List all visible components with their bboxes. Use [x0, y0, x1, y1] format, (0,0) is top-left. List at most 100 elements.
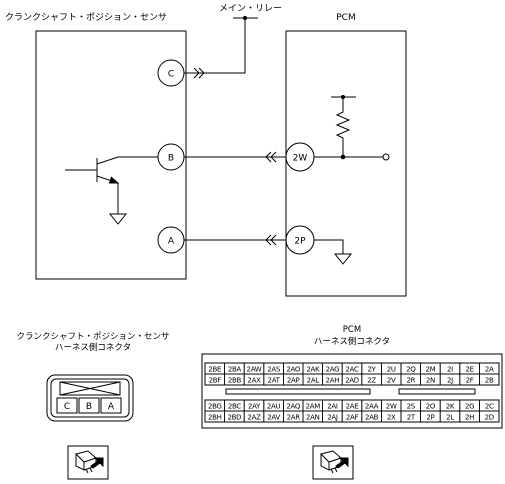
pcm-pin-label: 2Y: [368, 365, 377, 373]
pcm-pin-label: 2U: [387, 365, 396, 373]
pcm-pin-label: 2AF: [346, 413, 359, 421]
pcm-pin-label: 2BB: [228, 376, 242, 384]
pcm-pin-label: 2AB: [365, 413, 379, 421]
schematic: [35, 15, 407, 297]
pcm-pin-label: 2AL: [307, 376, 320, 384]
pcm-pin-label: 2L: [446, 413, 454, 421]
pcm-pin-label: 2AN: [306, 413, 320, 421]
pcm-pin-label: 2AT: [268, 376, 281, 384]
main-relay-label: メイン・リレー: [219, 4, 282, 14]
pcm-pin-label: 2H: [465, 413, 474, 421]
pcm-pin-label: 2P: [426, 413, 434, 421]
pcm-pin-label: 2AM: [306, 402, 321, 410]
pcm-pin-label: 2BD: [228, 413, 242, 421]
sensor-pin-b: B: [168, 154, 174, 164]
pcm-pin-label: 2B: [485, 376, 494, 384]
pcm-pin-label: 2W: [386, 402, 397, 410]
pcm-pin-label: 2F: [466, 376, 474, 384]
pcm-key-left: [225, 388, 371, 395]
pcm-pin-cell: [478, 373, 500, 386]
pcm-pin-label: 2AG: [326, 365, 340, 373]
pcm-pin-label: 2J: [447, 376, 453, 384]
transistor-emitter-arrow: [109, 176, 120, 184]
pcm-pin-label: 2AX: [247, 376, 261, 384]
pcm-pin-label: 2BF: [209, 376, 222, 384]
pcm-connector-title-line1: PCM: [343, 325, 361, 335]
pcm-connector-title-line2: ハーネス側コネクタ: [314, 336, 390, 347]
pcm-pin-label: 2O: [426, 402, 436, 410]
pcm-pin-label: 2AS: [267, 365, 281, 373]
pcm-connector-view-icon: [312, 445, 354, 480]
connector-chevron-a: [265, 234, 277, 246]
pcm-pin-label: 2BG: [208, 402, 222, 410]
pcm-pin-label: 2AR: [287, 413, 301, 421]
pcm-pin-label: 2X: [387, 413, 396, 421]
pcm-pin-label: 2BA: [228, 365, 242, 373]
pcm-pin-label: 2AQ: [286, 402, 301, 410]
pcm-pin-label: 2AC: [345, 365, 359, 373]
pcm-pin-label: 2AK: [306, 365, 320, 373]
pcm-input-terminal: [382, 153, 390, 161]
pcm-pin-label: 2AO: [286, 365, 301, 373]
main-relay-node: [242, 15, 248, 21]
latch-cross-icon: [59, 381, 121, 396]
pcm-box: [285, 30, 407, 297]
pcm-pin-label: 2AE: [346, 402, 359, 410]
transistor-symbol: [65, 156, 158, 200]
pcm-pin-label: 2D: [485, 413, 494, 421]
pcm-pin-label: 2AW: [247, 365, 262, 373]
pcm-pin-label: 2AA: [365, 402, 379, 410]
sensor-connector-pin-a: A: [108, 402, 115, 412]
pcm-pin-label: 2BH: [208, 413, 222, 421]
pcm-pin-label: 2AU: [267, 402, 281, 410]
pcm-pin-label: 2M: [425, 365, 435, 373]
pcm-connector-cells: 2BE 2BA 2AW 2AS 2AO 2AK 2AG 2AC 2Y 2U 2Q 2M 2I 2E 2A 2B…: [204, 362, 500, 423]
sensor-connector-view-icon: [67, 445, 109, 480]
connector-chevron-b: [265, 151, 277, 163]
pcm-pin-label: 2S: [407, 402, 416, 410]
pcm-pin-label: 2BC: [228, 402, 242, 410]
sensor-connector-title-line1: クランクシャフト・ポジション・センサ: [16, 332, 169, 342]
pull-up-resistor-icon: [335, 97, 351, 157]
pcm-pin-label: 2AZ: [247, 413, 261, 421]
pcm-pin-label: 2C: [485, 402, 494, 410]
pcm-pin-label: 2AI: [327, 402, 338, 410]
pcm-ground-wire: [314, 239, 344, 254]
pcm-supply-node: [340, 94, 346, 100]
sensor-box: [35, 30, 187, 280]
wire-c-main-relay: [184, 18, 246, 74]
sensor-connector-title-line2: ハーネス側コネクタ: [55, 342, 131, 353]
connector-latch: [59, 381, 121, 396]
pcm-pin-label: 2AP: [287, 376, 300, 384]
pcm-pin-label: 2N: [426, 376, 435, 384]
pcm-pin-label: 2AH: [326, 376, 340, 384]
pcm-ground-icon: [333, 253, 353, 265]
pcm-pin-label: 2G: [465, 402, 474, 410]
pcm-pin-label: 2AY: [248, 402, 261, 410]
pcm-pin-label: 2A: [485, 365, 494, 373]
sensor-connector-pin-b: B: [86, 402, 92, 412]
pcm-pin-label: 2AD: [345, 376, 359, 384]
pcm-pin-label: 2T: [407, 413, 416, 421]
pcm-label: PCM: [336, 13, 355, 23]
pcm-pin-label: 2BE: [208, 365, 221, 373]
pcm-pin-label: 2K: [446, 402, 455, 410]
pcm-pin-label: 2AJ: [327, 413, 338, 421]
sensor-label: クランクシャフト・ポジション・センサ: [5, 12, 167, 23]
pcm-pin-2p: 2P: [294, 237, 306, 247]
sensor-ground-icon: [108, 200, 128, 225]
pcm-pin-label: 2V: [387, 376, 396, 384]
sensor-pin-a: A: [168, 237, 175, 247]
pcm-pin-label: 2I: [447, 365, 453, 373]
pcm-pin-label: 2Q: [406, 365, 416, 373]
sensor-connector-face: [46, 374, 134, 422]
pcm-pin-label: 2R: [406, 376, 415, 384]
pcm-pin-label: 2E: [465, 365, 473, 373]
pcm-pin-label: 2Z: [367, 376, 376, 384]
connector-chevron-c: [193, 67, 205, 79]
pcm-pin-cell: [478, 410, 500, 423]
pcm-key-right: [398, 388, 476, 395]
pcm-pin-label: 2AV: [267, 413, 280, 421]
sensor-pin-c: C: [168, 70, 174, 80]
